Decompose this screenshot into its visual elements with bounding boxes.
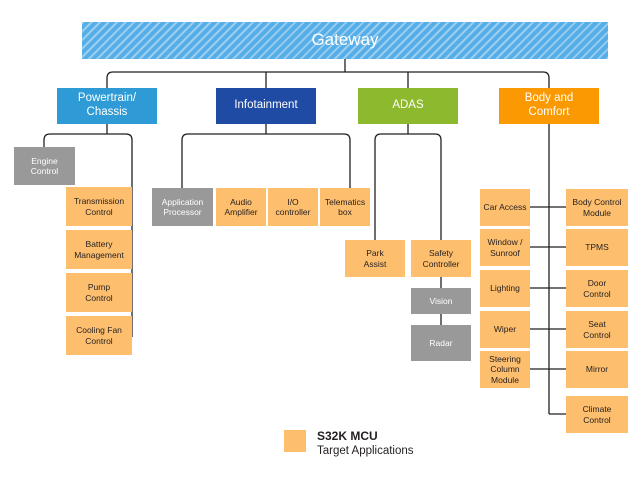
node-tpms[interactable]: TPMS — [566, 229, 628, 266]
node-car-access[interactable]: Car Access — [480, 189, 530, 226]
legend-swatch — [284, 430, 306, 452]
category-body-line1: Body and — [524, 92, 574, 105]
node-lighting[interactable]: Lighting — [480, 270, 530, 307]
category-infotainment[interactable]: Infotainment — [216, 88, 316, 124]
gateway-node[interactable]: Gateway — [82, 22, 608, 59]
node-window-sunroof[interactable]: Window /Sunroof — [480, 229, 530, 266]
legend-text: S32K MCU Target Applications — [317, 428, 414, 460]
node-wiper[interactable]: Wiper — [480, 311, 530, 348]
category-powertrain-chassis[interactable]: Powertrain/ Chassis — [57, 88, 157, 124]
legend-subtitle: Target Applications — [317, 445, 414, 458]
legend-title: S32K MCU — [317, 429, 378, 443]
node-radar[interactable]: Radar — [411, 325, 471, 361]
category-adas[interactable]: ADAS — [358, 88, 458, 124]
node-mirror[interactable]: Mirror — [566, 351, 628, 388]
category-body-and-comfort[interactable]: Body and Comfort — [499, 88, 599, 124]
category-powertrain-line2: Chassis — [86, 106, 128, 118]
category-powertrain-line1: Powertrain/ — [77, 92, 137, 105]
node-vision[interactable]: Vision — [411, 288, 471, 314]
category-body-line2: Comfort — [528, 106, 570, 118]
